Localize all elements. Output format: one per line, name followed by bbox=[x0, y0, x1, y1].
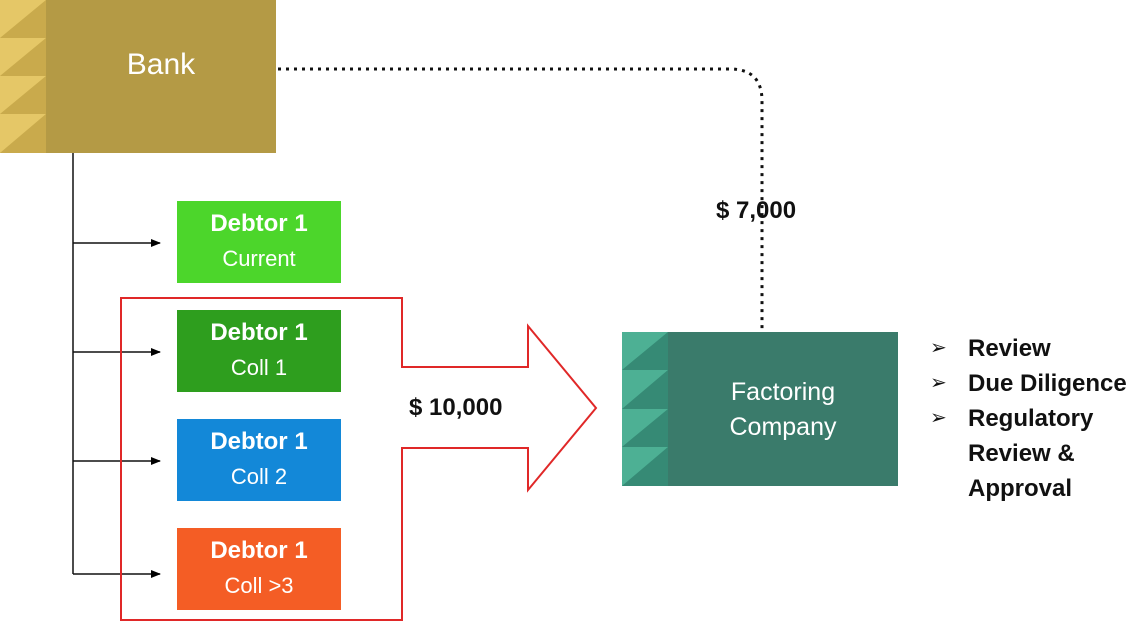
factoring-label-line1: Factoring bbox=[730, 378, 836, 406]
debtor-status: Coll 2 bbox=[230, 464, 288, 489]
bank-label: Bank bbox=[126, 48, 196, 81]
process-step: ➢ Regulatory Review & Approval bbox=[930, 401, 1138, 506]
payment-amount-label: $ 7,000 bbox=[716, 197, 797, 224]
factoring-label-line2: Company bbox=[729, 413, 837, 441]
process-step: ➢ Review bbox=[930, 331, 1138, 366]
debtor-title: Debtor 1 bbox=[210, 537, 308, 564]
transfer-group-arrow-outline bbox=[120, 297, 598, 621]
arrow-bullet-icon: ➢ bbox=[930, 337, 947, 359]
debtor-card-coll2: Debtor 1 Coll 2 bbox=[177, 419, 341, 501]
factoring-triangle-pattern bbox=[622, 332, 668, 486]
transfer-amount-label: $ 10,000 bbox=[409, 394, 503, 421]
process-step-text: Regulatory Review & Approval bbox=[968, 405, 1094, 502]
debtor-box-coll2 bbox=[177, 419, 341, 501]
debtor-status: Current bbox=[222, 246, 296, 271]
debtor-box-coll3 bbox=[177, 528, 341, 610]
debtor-box-current bbox=[177, 201, 341, 283]
debtor-status: Coll 1 bbox=[230, 355, 288, 380]
debtor-status: Coll >3 bbox=[224, 573, 294, 598]
bank-box bbox=[0, 0, 276, 153]
arrow-bullet-icon: ➢ bbox=[930, 407, 947, 429]
debtor-title: Debtor 1 bbox=[210, 319, 308, 346]
process-steps-list: ➢ Review ➢ Due Diligence ➢ Regulatory Re… bbox=[930, 331, 1138, 506]
process-step-text: Due Diligence bbox=[968, 370, 1127, 397]
debtor-card-coll1: Debtor 1 Coll 1 bbox=[177, 310, 341, 392]
factoring-company-label: Factoring Company bbox=[668, 375, 898, 445]
debtor-card-current: Debtor 1 Current bbox=[177, 201, 341, 283]
bank-factoring-dotted-connector bbox=[278, 67, 764, 332]
bank-triangle-pattern bbox=[0, 0, 46, 153]
process-step: ➢ Due Diligence bbox=[930, 366, 1138, 401]
debtor-box-coll1 bbox=[177, 310, 341, 392]
process-step-text: Review bbox=[968, 335, 1051, 362]
debtor-card-coll3: Debtor 1 Coll >3 bbox=[177, 528, 341, 610]
arrow-bullet-icon: ➢ bbox=[930, 372, 947, 394]
factoring-company-box bbox=[622, 332, 898, 486]
debtor-title: Debtor 1 bbox=[210, 210, 308, 237]
debtor-title: Debtor 1 bbox=[210, 428, 308, 455]
